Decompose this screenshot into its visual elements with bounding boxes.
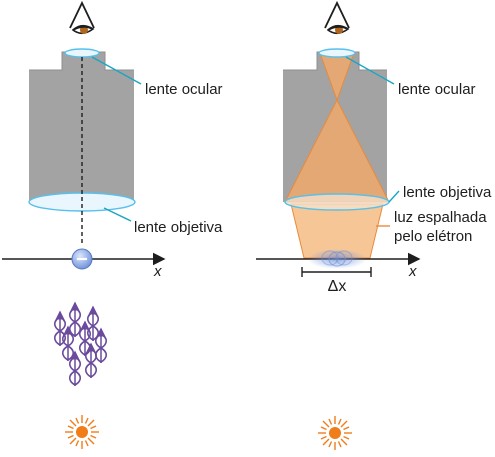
objective-leader-line xyxy=(103,207,132,222)
uncertainty-bracket xyxy=(301,267,372,277)
ocular-lens xyxy=(64,48,100,58)
objective-lens xyxy=(28,192,136,212)
electron-icon xyxy=(71,248,93,270)
objective-leader-line xyxy=(388,190,400,203)
eye-icon xyxy=(324,2,350,35)
x-axis-label: x xyxy=(153,263,162,280)
left-panel: lente ocular lente objetiva x xyxy=(2,2,223,450)
objective-lens-label: lente objetiva xyxy=(403,184,492,201)
light-source-icon xyxy=(317,415,353,451)
light-source-icon xyxy=(64,414,100,450)
photon-icon xyxy=(70,303,81,337)
right-panel: lente ocular lente objetiva luz espalhad… xyxy=(256,2,492,451)
scattered-light-label-line1: luz espalhada xyxy=(394,209,487,226)
scattered-light-label-line2: pelo elétron xyxy=(394,228,472,245)
ocular-lens-label: lente ocular xyxy=(398,81,476,98)
ocular-lens-label: lente ocular xyxy=(145,81,223,98)
x-axis-label: x xyxy=(408,263,417,280)
objective-lens xyxy=(284,193,390,211)
photon-group xyxy=(55,303,107,386)
photon-icon xyxy=(63,327,74,361)
photon-icon xyxy=(86,344,97,378)
electron-position-blur xyxy=(307,249,367,269)
ocular-lens xyxy=(318,48,356,58)
uncertainty-label: Δx xyxy=(328,278,347,295)
eye-icon xyxy=(69,2,95,35)
ocular-leader-line xyxy=(345,56,395,85)
ocular-leader-line xyxy=(91,56,142,85)
objective-lens-label: lente objetiva xyxy=(134,219,223,236)
photon-icon xyxy=(96,329,107,363)
